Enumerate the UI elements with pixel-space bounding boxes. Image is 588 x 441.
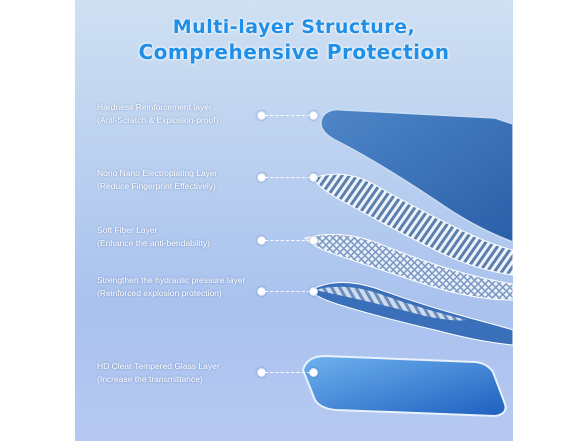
heading-line-2: Comprehensive Protection [138, 40, 450, 64]
label-hydraulic-desc: (Reinforced explosion protection) [97, 288, 222, 298]
label-glass-desc: (Increase the transmittance) [97, 374, 203, 384]
connector-line [265, 291, 310, 293]
layer-nano-shape [312, 173, 513, 276]
layer-hydraulic-stripes [315, 286, 467, 321]
label-hydraulic-name: Strengthen the hydraulic pressure layer [97, 275, 246, 285]
heading-line-1: Multi-layer Structure, [172, 16, 416, 38]
label-nano: Nono Nano Electroplating Layer (Reduce F… [97, 167, 218, 193]
label-nano-desc: (Reduce Fingerprint Effectively) [97, 181, 216, 191]
label-glass: HD Clear Tempered Glass Layer (Increase … [97, 360, 220, 386]
label-glass-name: HD Clear Tempered Glass Layer [97, 361, 220, 371]
label-hydraulic: Strengthen the hydraulic pressure layer … [97, 274, 245, 300]
label-hardness-desc: (Anti-Scratch & Explosion-proof) [97, 115, 219, 125]
label-hardness: Hardness Reinforcement layer (Anti-Scrat… [97, 101, 218, 127]
infographic-panel: Multi-layer Structure, Comprehensive Pro… [75, 0, 513, 441]
connector-dot-end [309, 173, 318, 182]
connector-dot-end [309, 287, 318, 296]
layers-illustration [301, 108, 513, 418]
layer-hardness-shape [320, 108, 513, 243]
label-nano-name: Nono Nano Electroplating Layer [97, 168, 218, 178]
connector-dot-end [309, 368, 318, 377]
connector-line [265, 372, 310, 374]
connector-line [265, 177, 310, 179]
connector-dot-end [309, 236, 318, 245]
connector-dot-end [309, 111, 318, 120]
layer-fiber-shape [304, 233, 513, 301]
connector-line [265, 240, 310, 242]
label-fiber-desc: (Enhance the anti-bendability) [97, 238, 210, 248]
layer-glass-shape [301, 354, 507, 418]
label-fiber-name: Soft Fiber Layer [97, 225, 158, 235]
label-fiber: Soft Fiber Layer (Enhance the anti-benda… [97, 224, 210, 250]
label-hardness-name: Hardness Reinforcement layer [97, 102, 212, 112]
connector-line [265, 115, 310, 117]
